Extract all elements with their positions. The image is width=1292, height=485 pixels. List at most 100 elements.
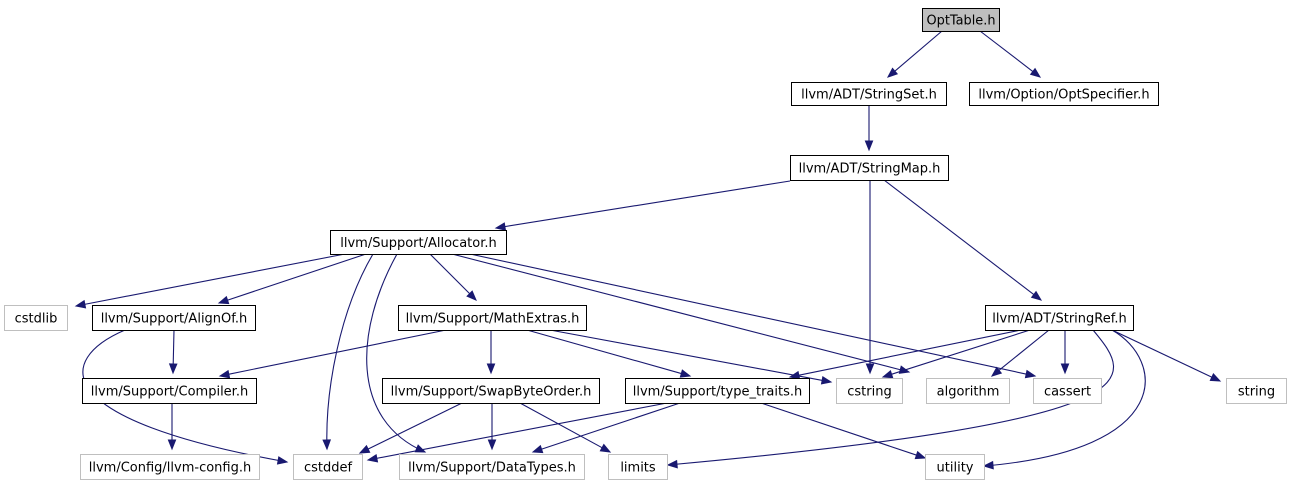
edge-arrowhead [1060, 363, 1070, 375]
edge-arrowhead [217, 295, 230, 305]
edge-arrowhead [168, 363, 178, 375]
edge-arrowhead [366, 453, 379, 463]
edge-stringref-to-cassert [1060, 330, 1070, 375]
node-compiler[interactable]: llvm/Support/Compiler.h [82, 378, 257, 404]
edge-allocator-to-cstddef [322, 253, 374, 451]
edge-mathextras-to-compiler [218, 329, 447, 379]
edge-line [326, 253, 374, 450]
node-box [922, 8, 1000, 32]
edge-typetraits-to-utility [760, 402, 927, 460]
edge-line [83, 253, 346, 306]
edge-stringmap-to-stringref [883, 179, 1043, 301]
node-stringset[interactable]: llvm/ADT/StringSet.h [791, 82, 947, 106]
edge-line [979, 30, 1034, 73]
edge-line [451, 253, 902, 371]
node-datatypes: llvm/Support/DataTypes.h [399, 454, 585, 480]
node-label: llvm/Support/type_traits.h [633, 385, 803, 400]
node-label: llvm/Support/SwapByteOrder.h [391, 385, 592, 400]
edge-line [172, 329, 175, 366]
edge-stringref-to-cstring [881, 329, 1031, 379]
node-label: algorithm [937, 385, 1000, 400]
edge-line [366, 402, 463, 450]
edge-typetraits-to-datatypes [531, 402, 681, 454]
edge-arrowhead [74, 299, 87, 309]
node-cassert: cassert [1033, 378, 1102, 404]
edge-arrowhead [358, 444, 371, 454]
node-label: utility [937, 461, 974, 476]
node-box [608, 454, 668, 480]
edge-arrowhead [881, 369, 894, 379]
node-box [330, 230, 507, 255]
edge-arrowhead [167, 439, 177, 451]
node-label: llvm/ADT/StringRef.h [992, 312, 1126, 327]
edge-line [890, 329, 1031, 376]
edge-mathextras-to-swapbyteorder [486, 330, 496, 375]
edge-stringref-to-typetraits [788, 329, 1022, 380]
edge-arrowhead [487, 439, 497, 451]
node-optspecifier[interactable]: llvm/Option/OptSpecifier.h [969, 82, 1159, 106]
node-opttable[interactable]: OptTable.h [922, 8, 1000, 32]
node-label: llvm/ADT/StringMap.h [799, 162, 941, 177]
node-box [926, 378, 1010, 404]
edge-swapbyteorder-to-datatypes [487, 403, 497, 451]
edge-arrowhead [531, 444, 544, 454]
edge-arrowhead [1024, 369, 1037, 379]
node-box [1033, 378, 1102, 404]
node-typetraits[interactable]: llvm/Support/type_traits.h [625, 378, 810, 404]
node-box [80, 454, 260, 480]
edge-line [997, 329, 1050, 372]
edge-allocator-to-cassert [469, 253, 1037, 379]
edge-arrowhead [990, 366, 1003, 377]
edge-arrowhead [886, 67, 899, 78]
edge-arrowhead [466, 290, 477, 301]
node-llvmconfig: llvm/Config/llvm-config.h [80, 454, 260, 480]
edge-arrowhead [666, 459, 678, 469]
node-box [625, 378, 810, 404]
edge-line [469, 253, 1028, 375]
edge-line [227, 329, 447, 375]
edge-arrowhead [1209, 373, 1222, 382]
node-utility: utility [925, 454, 985, 480]
edge-arrowhead [820, 376, 833, 385]
node-allocator[interactable]: llvm/Support/Allocator.h [330, 230, 507, 255]
node-box [382, 378, 600, 404]
edge-line [893, 30, 943, 73]
edge-arrowhead [486, 363, 496, 375]
edge-stringref-to-algorithm [990, 329, 1050, 377]
edge-allocator-to-alignof [217, 253, 367, 305]
edge-arrowhead [864, 140, 874, 152]
node-stringmap[interactable]: llvm/ADT/StringMap.h [790, 155, 949, 181]
node-label: cstring [847, 385, 891, 400]
node-box [92, 305, 256, 331]
edge-line [797, 329, 1022, 376]
node-box [925, 454, 985, 480]
edge-line [375, 402, 668, 460]
edge-line [1111, 329, 1214, 379]
edge-stringmap-to-cstring [865, 180, 875, 375]
node-box [790, 155, 949, 181]
node-label: cstddef [304, 461, 353, 476]
edge-line [366, 253, 426, 453]
node-mathextras[interactable]: llvm/Support/MathExtras.h [398, 305, 587, 331]
edge-opttable-to-optspecifier [979, 30, 1042, 78]
node-swapbyteorder[interactable]: llvm/Support/SwapByteOrder.h [382, 378, 600, 404]
node-label: cstdlib [15, 312, 58, 327]
edge-arrowhead [1029, 67, 1042, 78]
edge-alignof-to-compiler [168, 329, 178, 375]
node-box [293, 454, 363, 480]
edge-stringset-to-stringmap [864, 105, 874, 152]
node-stringref[interactable]: llvm/ADT/StringRef.h [985, 305, 1134, 331]
edge-typetraits-to-cstddef [366, 402, 668, 463]
node-box [398, 305, 587, 331]
edge-arrowhead [276, 456, 289, 465]
edge-arrowhead [788, 370, 801, 380]
edge-line [526, 329, 683, 375]
node-label: llvm/Support/Compiler.h [91, 385, 248, 400]
node-cstring: cstring [836, 378, 903, 404]
edge-arrowhead [218, 369, 231, 379]
node-cstdlib: cstdlib [4, 305, 68, 331]
node-label: llvm/Config/llvm-config.h [89, 461, 251, 476]
node-alignof[interactable]: llvm/Support/AlignOf.h [92, 305, 256, 331]
node-label: llvm/Support/AlignOf.h [101, 312, 248, 327]
node-label: llvm/Support/DataTypes.h [408, 461, 576, 476]
